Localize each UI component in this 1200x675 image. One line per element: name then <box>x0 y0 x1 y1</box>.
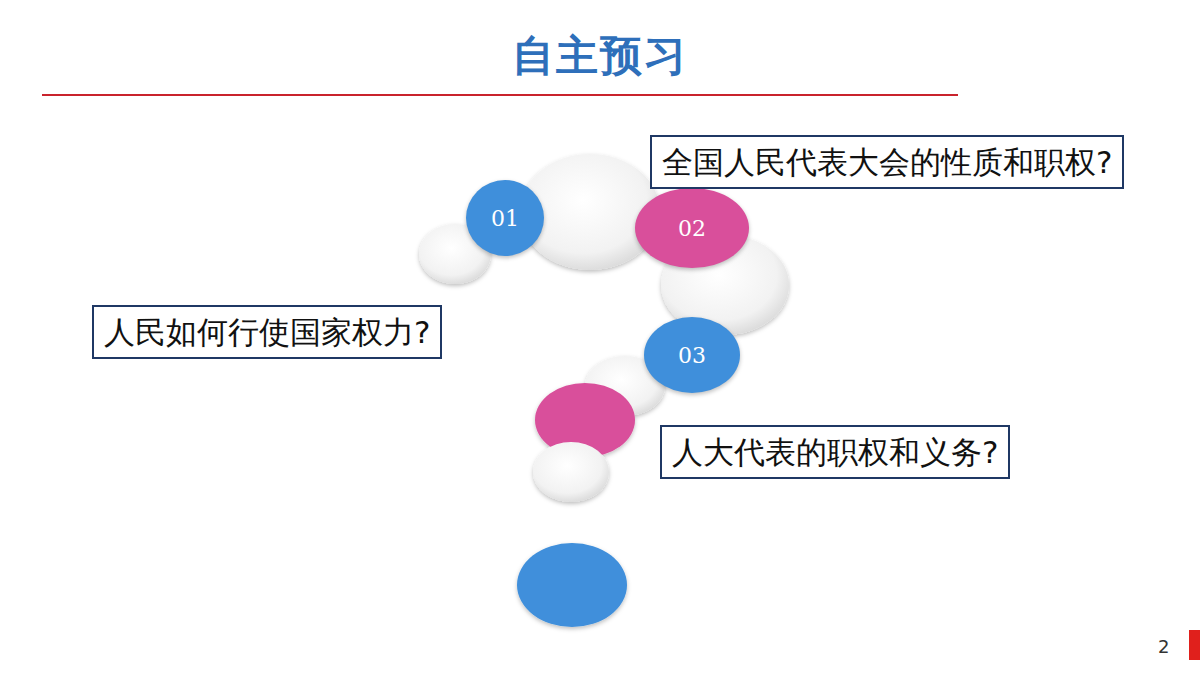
number-bubble: 02 <box>635 188 749 268</box>
callout-number: 02 <box>678 216 706 241</box>
question-text: 人大代表的职权和义务? <box>672 432 998 472</box>
callout-number: 01 <box>491 206 519 231</box>
page-number: 2 <box>1158 636 1169 657</box>
bubble <box>533 442 609 502</box>
slide-title: 自主预习 <box>0 28 1200 84</box>
question-box: 人大代表的职权和义务? <box>660 425 1010 479</box>
corner-mark <box>1189 630 1200 660</box>
question-box: 人民如何行使国家权力? <box>92 305 442 359</box>
number-bubble: 03 <box>644 317 740 393</box>
question-box: 全国人民代表大会的性质和职权? <box>650 135 1124 189</box>
question-text: 全国人民代表大会的性质和职权? <box>662 142 1112 182</box>
number-bubble: 01 <box>466 180 544 256</box>
bubbles <box>419 154 789 627</box>
title-rule <box>42 94 958 96</box>
bubble <box>517 543 627 627</box>
question-text: 人民如何行使国家权力? <box>104 312 430 352</box>
callout-number: 03 <box>678 343 706 368</box>
